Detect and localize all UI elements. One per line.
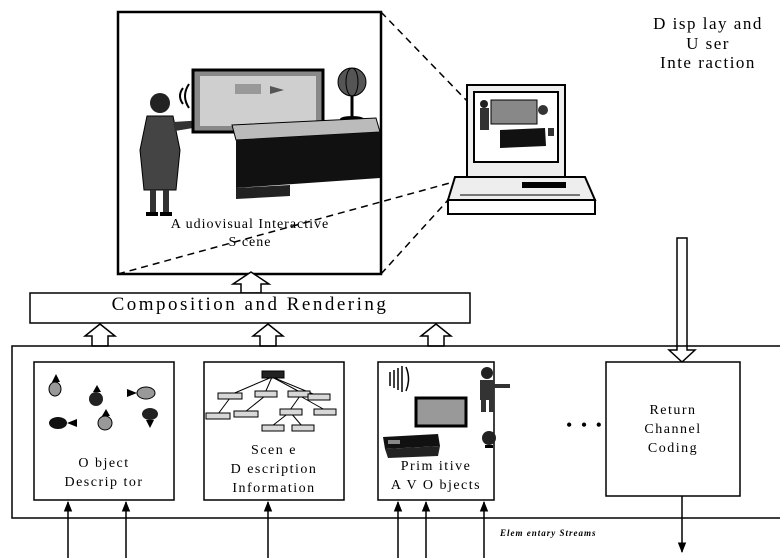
- scene-description-label: Scen e D escription Information: [230, 443, 318, 496]
- interaction-hollow-arrow: [667, 237, 697, 364]
- elementary-stream-arrows: [63, 500, 489, 558]
- return-channel-box: [605, 361, 741, 497]
- elementary-streams-label: Elem entary Streams: [500, 528, 597, 538]
- composition-hollow-arrows: [82, 323, 454, 347]
- arrow-shape-icon: [48, 374, 158, 431]
- desk-icon: [231, 117, 381, 199]
- scene-description-box: [203, 361, 345, 501]
- object-descriptor-box: [33, 361, 175, 501]
- scene-label: A udiovisual Interactive S cene: [170, 217, 330, 250]
- primitive-av-label: Prim itive A V O bjects: [390, 459, 482, 493]
- object-descriptor-label: O bject Descrip tor: [64, 456, 144, 490]
- composition-label: Composition and Rendering: [111, 294, 389, 315]
- projection-lines: [117, 11, 469, 275]
- ellipsis: • • •: [566, 415, 604, 435]
- display-interaction-label: D isp lay and U ser Inte raction: [653, 14, 763, 73]
- robot-icon: [480, 367, 510, 412]
- whiteboard-icon: [179, 68, 325, 134]
- node-tree-icon: [205, 370, 337, 432]
- cart-icon: [383, 434, 440, 458]
- globe-icon-small: [482, 431, 496, 448]
- tv-screen-icon: [414, 396, 468, 428]
- speaker-waves-icon: [389, 366, 410, 392]
- computer-icon: [446, 84, 597, 215]
- return-channel-label: Return Channel Coding: [644, 403, 702, 456]
- composition-bar: [29, 292, 471, 324]
- decoder-system-frame: [11, 345, 780, 519]
- primitive-av-box: [377, 361, 510, 501]
- scene-hollow-arrow: [230, 271, 272, 294]
